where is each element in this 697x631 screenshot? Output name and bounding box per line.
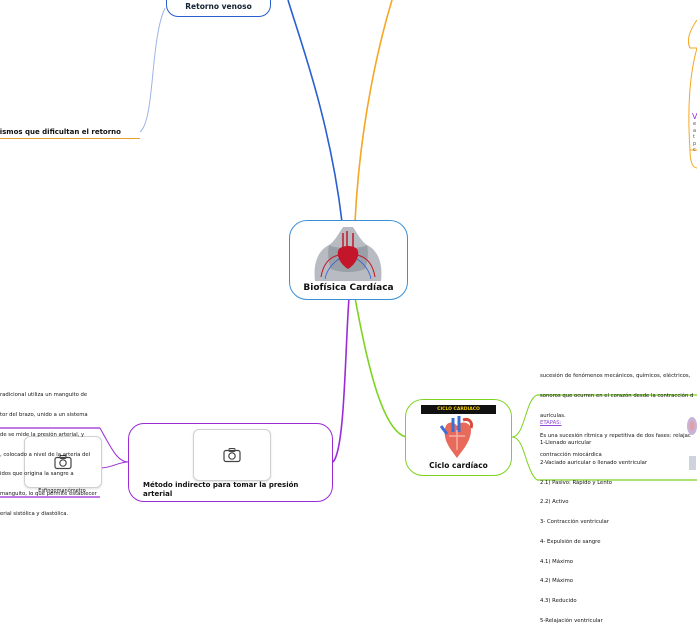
metodo-text-line: manguito, lo que permite establecer [0, 491, 97, 498]
link-central-retorno [287, 0, 343, 223]
etapa-item: 2.1) Pasivo: Rápido y Lento [540, 479, 612, 486]
metodo-text-line: , colocado a nivel de la arteria del [0, 451, 91, 458]
ciclo-def-line: contracción miocárdica [540, 452, 602, 459]
metodo-image-placeholder [193, 429, 271, 481]
etapa-item: 3- Contracción ventricular [540, 519, 609, 526]
mecanismos-node[interactable]: anismos que dificultan el retorno [0, 125, 140, 139]
heart-thumbnail-icons [687, 417, 697, 470]
right-fragment-line: e [693, 121, 697, 127]
etapa-item: 1-Llenado auricular [540, 439, 592, 446]
right-fragment-line: a [693, 127, 697, 134]
right-fragment-text: e a t p c [693, 121, 696, 154]
right-fragment-letter: V [692, 112, 697, 121]
ciclo-cardiaco-image: CICLO CARDIACO [421, 405, 496, 461]
ciclo-def-line: aurículas. [540, 412, 566, 419]
right-fragment-line: c [693, 147, 696, 153]
retorno-venoso-node[interactable]: Retorno venoso [166, 0, 271, 17]
etapa-item: 4.3) Reducido [540, 598, 577, 605]
mecanismos-title: anismos que dificultan el retorno [0, 128, 121, 136]
link-retorno-mecanismos [139, 7, 166, 133]
link-ciclo-def [511, 394, 538, 438]
link-central-ciclo [354, 297, 407, 438]
link-ciclo-etapas [511, 436, 538, 481]
link-central-metodo [332, 297, 350, 463]
right-fragment-line: t [693, 134, 695, 140]
metodo-text-line: de se mide la presión arterial, y [0, 431, 85, 438]
ciclo-banner: CICLO CARDIACO [421, 405, 496, 414]
metodo-indirecto-node[interactable]: Método indirecto para tomar la presión a… [128, 423, 333, 502]
etapas-label: ETAPAS: [540, 420, 562, 427]
camera-icon [223, 448, 241, 463]
esfigmomanometro-label: Esfingomanómetro [38, 488, 86, 494]
etapa-item: 2-Vaciado auricular o llenado ventricula… [540, 459, 648, 466]
metodo-description-text: radicional utiliza un manguito de tor de… [0, 379, 97, 524]
right-fragment-line: p [693, 140, 697, 147]
central-topic-title: Biofísica Cardíaca [303, 283, 394, 293]
chest-heart-image [314, 227, 382, 281]
metodo-text-line: idos que origina la sangre a [0, 471, 74, 478]
metodo-text-line: erial sistólica y diastólica. [0, 510, 69, 517]
link-right-fragment [687, 19, 697, 49]
metodo-text-line: radicional utiliza un manguito de [0, 392, 88, 399]
etapa-item: 2.2) Activo [540, 499, 569, 506]
ciclo-etapas-text: ETAPAS: 1-Llenado auricular 2-Vaciado au… [540, 407, 647, 631]
etapa-item: 4.1) Máximo [540, 558, 573, 565]
ciclo-def-line: Es una sucesión rítmica y repetitiva de … [540, 432, 691, 439]
heart-anatomy-icon [439, 416, 473, 458]
etapa-item: 4- Expulsión de sangre [540, 538, 601, 545]
link-metodo-esfigmo2 [99, 461, 129, 469]
ciclo-cardiaco-title: Ciclo cardíaco [429, 461, 488, 470]
esfigmomanometro-image-placeholder[interactable] [24, 436, 102, 488]
etapa-item: 5-Relajación ventricular [540, 618, 603, 624]
ciclo-definition-text: sucesión de fenómenos mecánicos, químico… [540, 360, 693, 466]
metodo-indirecto-title: Método indirecto para tomar la presión a… [143, 481, 299, 498]
retorno-venoso-title: Retorno venoso [185, 2, 252, 11]
ciclo-def-line: sonoros que ocurren en el corazón desde … [540, 392, 694, 399]
etapa-item: 4.2) Máximo [540, 578, 573, 585]
ciclo-def-line: sucesión de fenómenos mecánicos, químico… [540, 373, 692, 380]
link-metodo-esfigmo [99, 427, 129, 463]
connection-lines [0, 0, 697, 498]
metodo-text-line: tor del brazo, unido a un sistema [0, 411, 88, 418]
link-central-orange [354, 0, 393, 223]
camera-icon [54, 455, 72, 470]
